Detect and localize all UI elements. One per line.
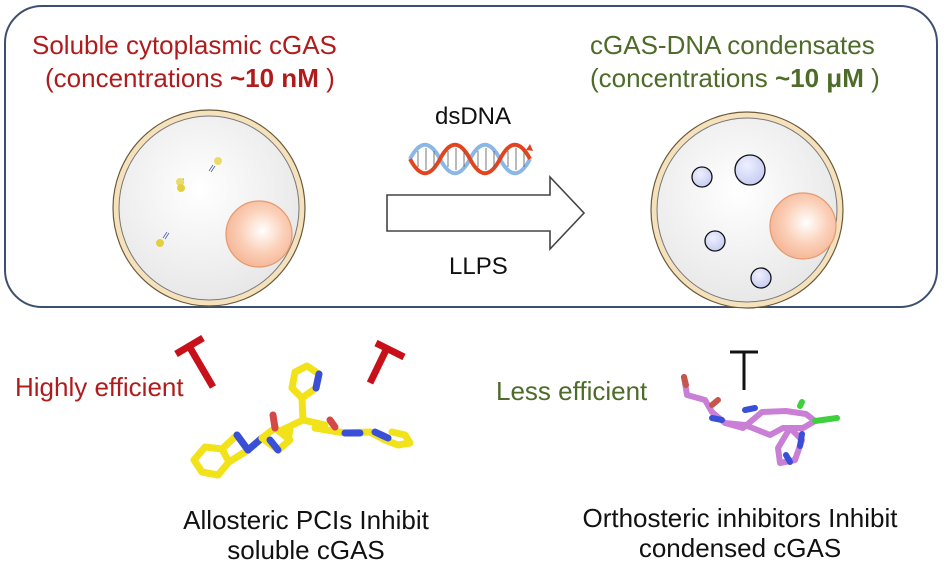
cell-right	[650, 111, 844, 309]
right-state-title: cGAS-DNA condensates	[590, 30, 875, 60]
allosteric-caption-line1: Allosteric PCIs Inhibit	[183, 505, 429, 535]
orthosteric-caption-line1: Orthosteric inhibitors Inhibit	[582, 503, 898, 533]
right-state-concentration: (concentrations ~10 μM )	[590, 63, 880, 93]
conc-value: ~10 μM	[774, 63, 864, 93]
conc-prefix: (concentrations	[45, 63, 230, 93]
inhibition-symbol-right	[730, 350, 758, 390]
conc-prefix: (concentrations	[590, 63, 775, 93]
dsdna-helix-icon	[408, 142, 533, 176]
condensate-droplet	[734, 154, 766, 186]
less-efficient-label: Less efficient	[496, 376, 648, 406]
conc-suffix: )	[863, 63, 880, 93]
conc-suffix: )	[318, 63, 335, 93]
cgas-monomer-icon	[156, 231, 170, 247]
left-state-concentration: (concentrations ~10 nM )	[45, 63, 335, 93]
nucleus	[225, 200, 293, 268]
condensate-droplet	[691, 166, 713, 188]
dsdna-label: dsDNA	[435, 103, 512, 130]
orthosteric-caption-line2: condensed cGAS	[638, 533, 842, 563]
inhibition-symbol-left-1	[174, 334, 217, 389]
allosteric-pci-molecule	[190, 362, 414, 479]
highly-efficient-label: Highly efficient	[15, 372, 184, 402]
cgas-monomer-icon	[208, 157, 222, 173]
condensate-droplet	[750, 267, 772, 289]
left-state-title: Soluble cytoplasmic cGAS	[32, 30, 337, 60]
orthosteric-inhibitor-molecule	[681, 374, 840, 466]
cell-left	[112, 109, 306, 307]
cgas-monomer-icon	[176, 178, 185, 192]
condensate-droplet	[704, 230, 726, 252]
llps-label: LLPS	[449, 253, 508, 280]
allosteric-caption-line2: soluble cGAS	[227, 535, 385, 565]
inhibition-symbol-left-2	[366, 339, 406, 385]
conc-value: ~10 nM	[229, 63, 319, 93]
nucleus	[769, 192, 837, 260]
transition-arrow	[386, 174, 586, 252]
